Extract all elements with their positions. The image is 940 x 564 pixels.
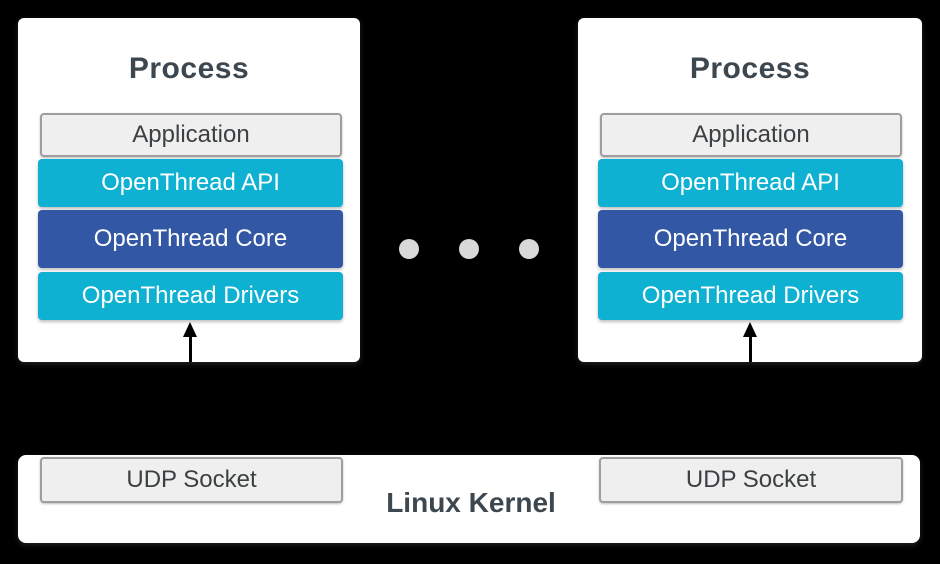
process-title: Process	[128, 52, 250, 85]
ellipsis-dot	[519, 239, 539, 259]
arrow-head	[183, 322, 197, 337]
upward-arrow-icon	[183, 322, 198, 362]
process-card-left: Process Application OpenThread API OpenT…	[18, 18, 360, 362]
layer-openthread-api: OpenThread API	[598, 159, 903, 207]
arrow-shaft	[189, 335, 192, 362]
layer-openthread-api: OpenThread API	[38, 159, 343, 207]
layer-openthread-core: OpenThread Core	[598, 210, 903, 268]
udp-socket-right: UDP Socket	[599, 457, 903, 503]
layer-openthread-drivers: OpenThread Drivers	[38, 272, 343, 320]
process-card-right: Process Application OpenThread API OpenT…	[578, 18, 922, 362]
process-title: Process	[689, 52, 811, 85]
arrow-shaft	[749, 335, 752, 362]
layer-openthread-core: OpenThread Core	[38, 210, 343, 268]
linux-kernel-bar: UDP Socket Linux Kernel UDP Socket	[18, 455, 920, 543]
ellipsis-dot	[399, 239, 419, 259]
udp-socket-left: UDP Socket	[40, 457, 343, 503]
layer-application: Application	[40, 113, 342, 157]
layer-application: Application	[600, 113, 902, 157]
upward-arrow-icon	[743, 322, 758, 362]
ellipsis-dot	[459, 239, 479, 259]
linux-kernel-label: Linux Kernel	[386, 487, 556, 518]
layer-openthread-drivers: OpenThread Drivers	[598, 272, 903, 320]
arrow-head	[743, 322, 757, 337]
ellipsis-dots	[399, 239, 539, 259]
